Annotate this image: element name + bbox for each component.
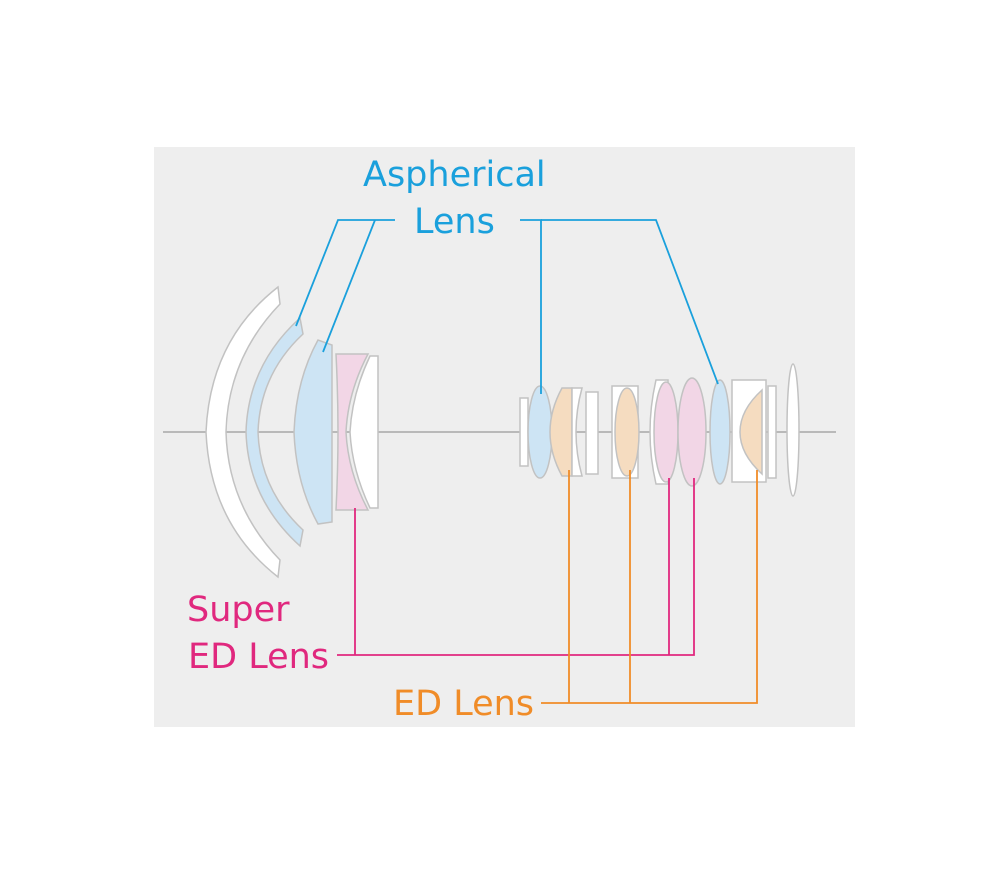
lens-element-19 <box>767 385 777 479</box>
aspherical-leader-2 <box>322 219 376 353</box>
lens-element-6 <box>519 397 529 467</box>
lens-element-14-super-ed <box>653 381 679 483</box>
lens-element-1 <box>205 285 281 579</box>
super-ed-lens-label-line2: ED Lens <box>188 637 330 677</box>
lens-element-12-ed <box>614 387 640 477</box>
lens-element-4-super-ed <box>335 353 370 511</box>
lens-element-18-ed <box>739 388 763 476</box>
lens-element-2-aspherical <box>245 316 304 548</box>
ed-lens-label: ED Lens <box>393 684 535 724</box>
ed-leader <box>541 470 758 704</box>
lens-element-3-aspherical <box>293 339 333 525</box>
lens-element-16-aspherical <box>709 379 731 485</box>
super-ed-leader <box>337 478 695 656</box>
lens-element-15-super-ed <box>677 377 707 487</box>
aspherical-leader-3 <box>520 219 542 394</box>
lens-element-8-ed <box>549 387 573 477</box>
aspherical-leader-4 <box>541 219 719 385</box>
lens-element-10 <box>585 391 599 475</box>
lens-element-9 <box>571 387 583 477</box>
lens-element-7-aspherical <box>527 385 553 479</box>
aspherical-leader-1 <box>295 219 395 327</box>
lens-element-5 <box>349 355 379 509</box>
aspherical-lens-label-line2: Lens <box>414 202 495 242</box>
aspherical-lens-label-line1: Aspherical <box>363 155 546 195</box>
lens-element-20 <box>786 363 800 497</box>
super-ed-lens-label-line1: Super <box>187 590 290 630</box>
